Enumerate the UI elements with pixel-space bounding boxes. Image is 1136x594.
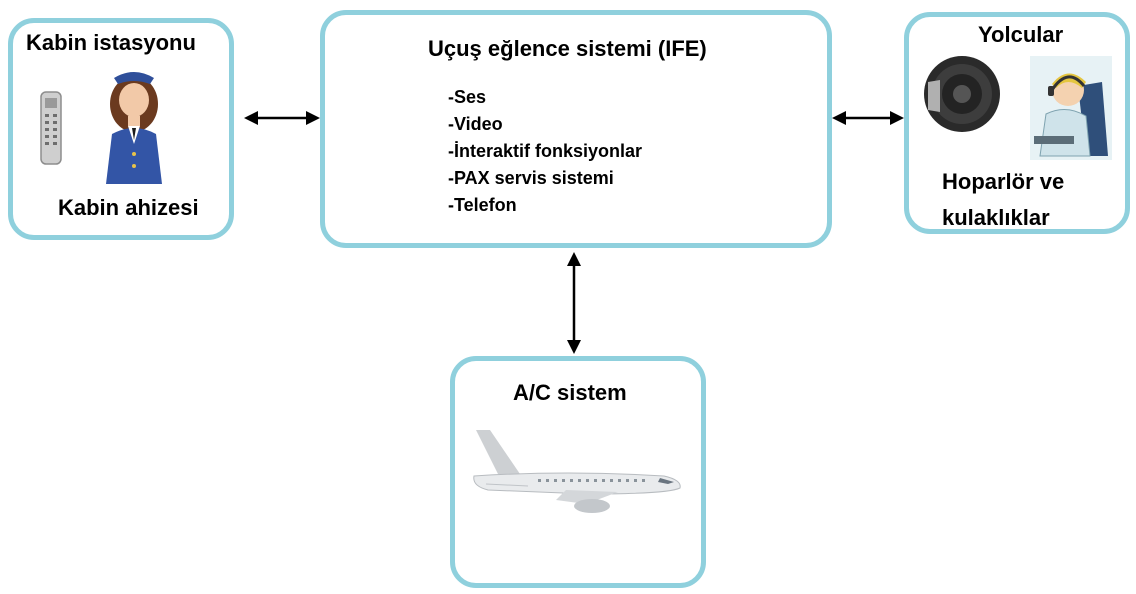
arrowhead	[832, 111, 846, 125]
cabin-handset-caption: Kabin ahizesi	[58, 195, 199, 220]
headset-passenger-icon	[1030, 56, 1112, 160]
ife-feature-item: -PAX servis sistemi	[448, 168, 614, 188]
arrowhead	[306, 111, 320, 125]
passengers-title: Yolcular	[978, 22, 1064, 47]
ife-feature-list: -Ses -Video -İnteraktif fonksiyonlar -PA…	[448, 84, 642, 219]
speaker-icon	[924, 56, 1000, 132]
ife-feature-item: -Video	[448, 114, 503, 134]
speakers-headphones-caption: Hoparlör ve kulaklıklar	[942, 164, 1064, 236]
handset-icon	[40, 91, 62, 165]
arrowhead	[244, 111, 258, 125]
cabin-station-title: Kabin istasyonu	[26, 30, 196, 55]
ife-title: Uçuş eğlence sistemi (IFE)	[428, 36, 707, 61]
arrowhead	[567, 252, 581, 266]
ife-feature-item: -Ses	[448, 87, 487, 107]
headphones-caption-line: kulaklıklar	[942, 205, 1050, 230]
ac-system-title: A/C sistem	[513, 380, 627, 405]
arrowhead	[567, 340, 581, 354]
ife-feature-item: -İnteraktif fonksiyonlar	[448, 141, 643, 161]
ife-system-box	[320, 10, 832, 248]
arrowhead	[890, 111, 904, 125]
speakers-caption-line: Hoparlör ve	[942, 169, 1065, 194]
flight-attendant-icon	[106, 72, 162, 184]
ac-system-box	[450, 356, 706, 588]
airplane-icon	[473, 430, 681, 513]
ife-feature-item: -Telefon	[448, 195, 517, 215]
